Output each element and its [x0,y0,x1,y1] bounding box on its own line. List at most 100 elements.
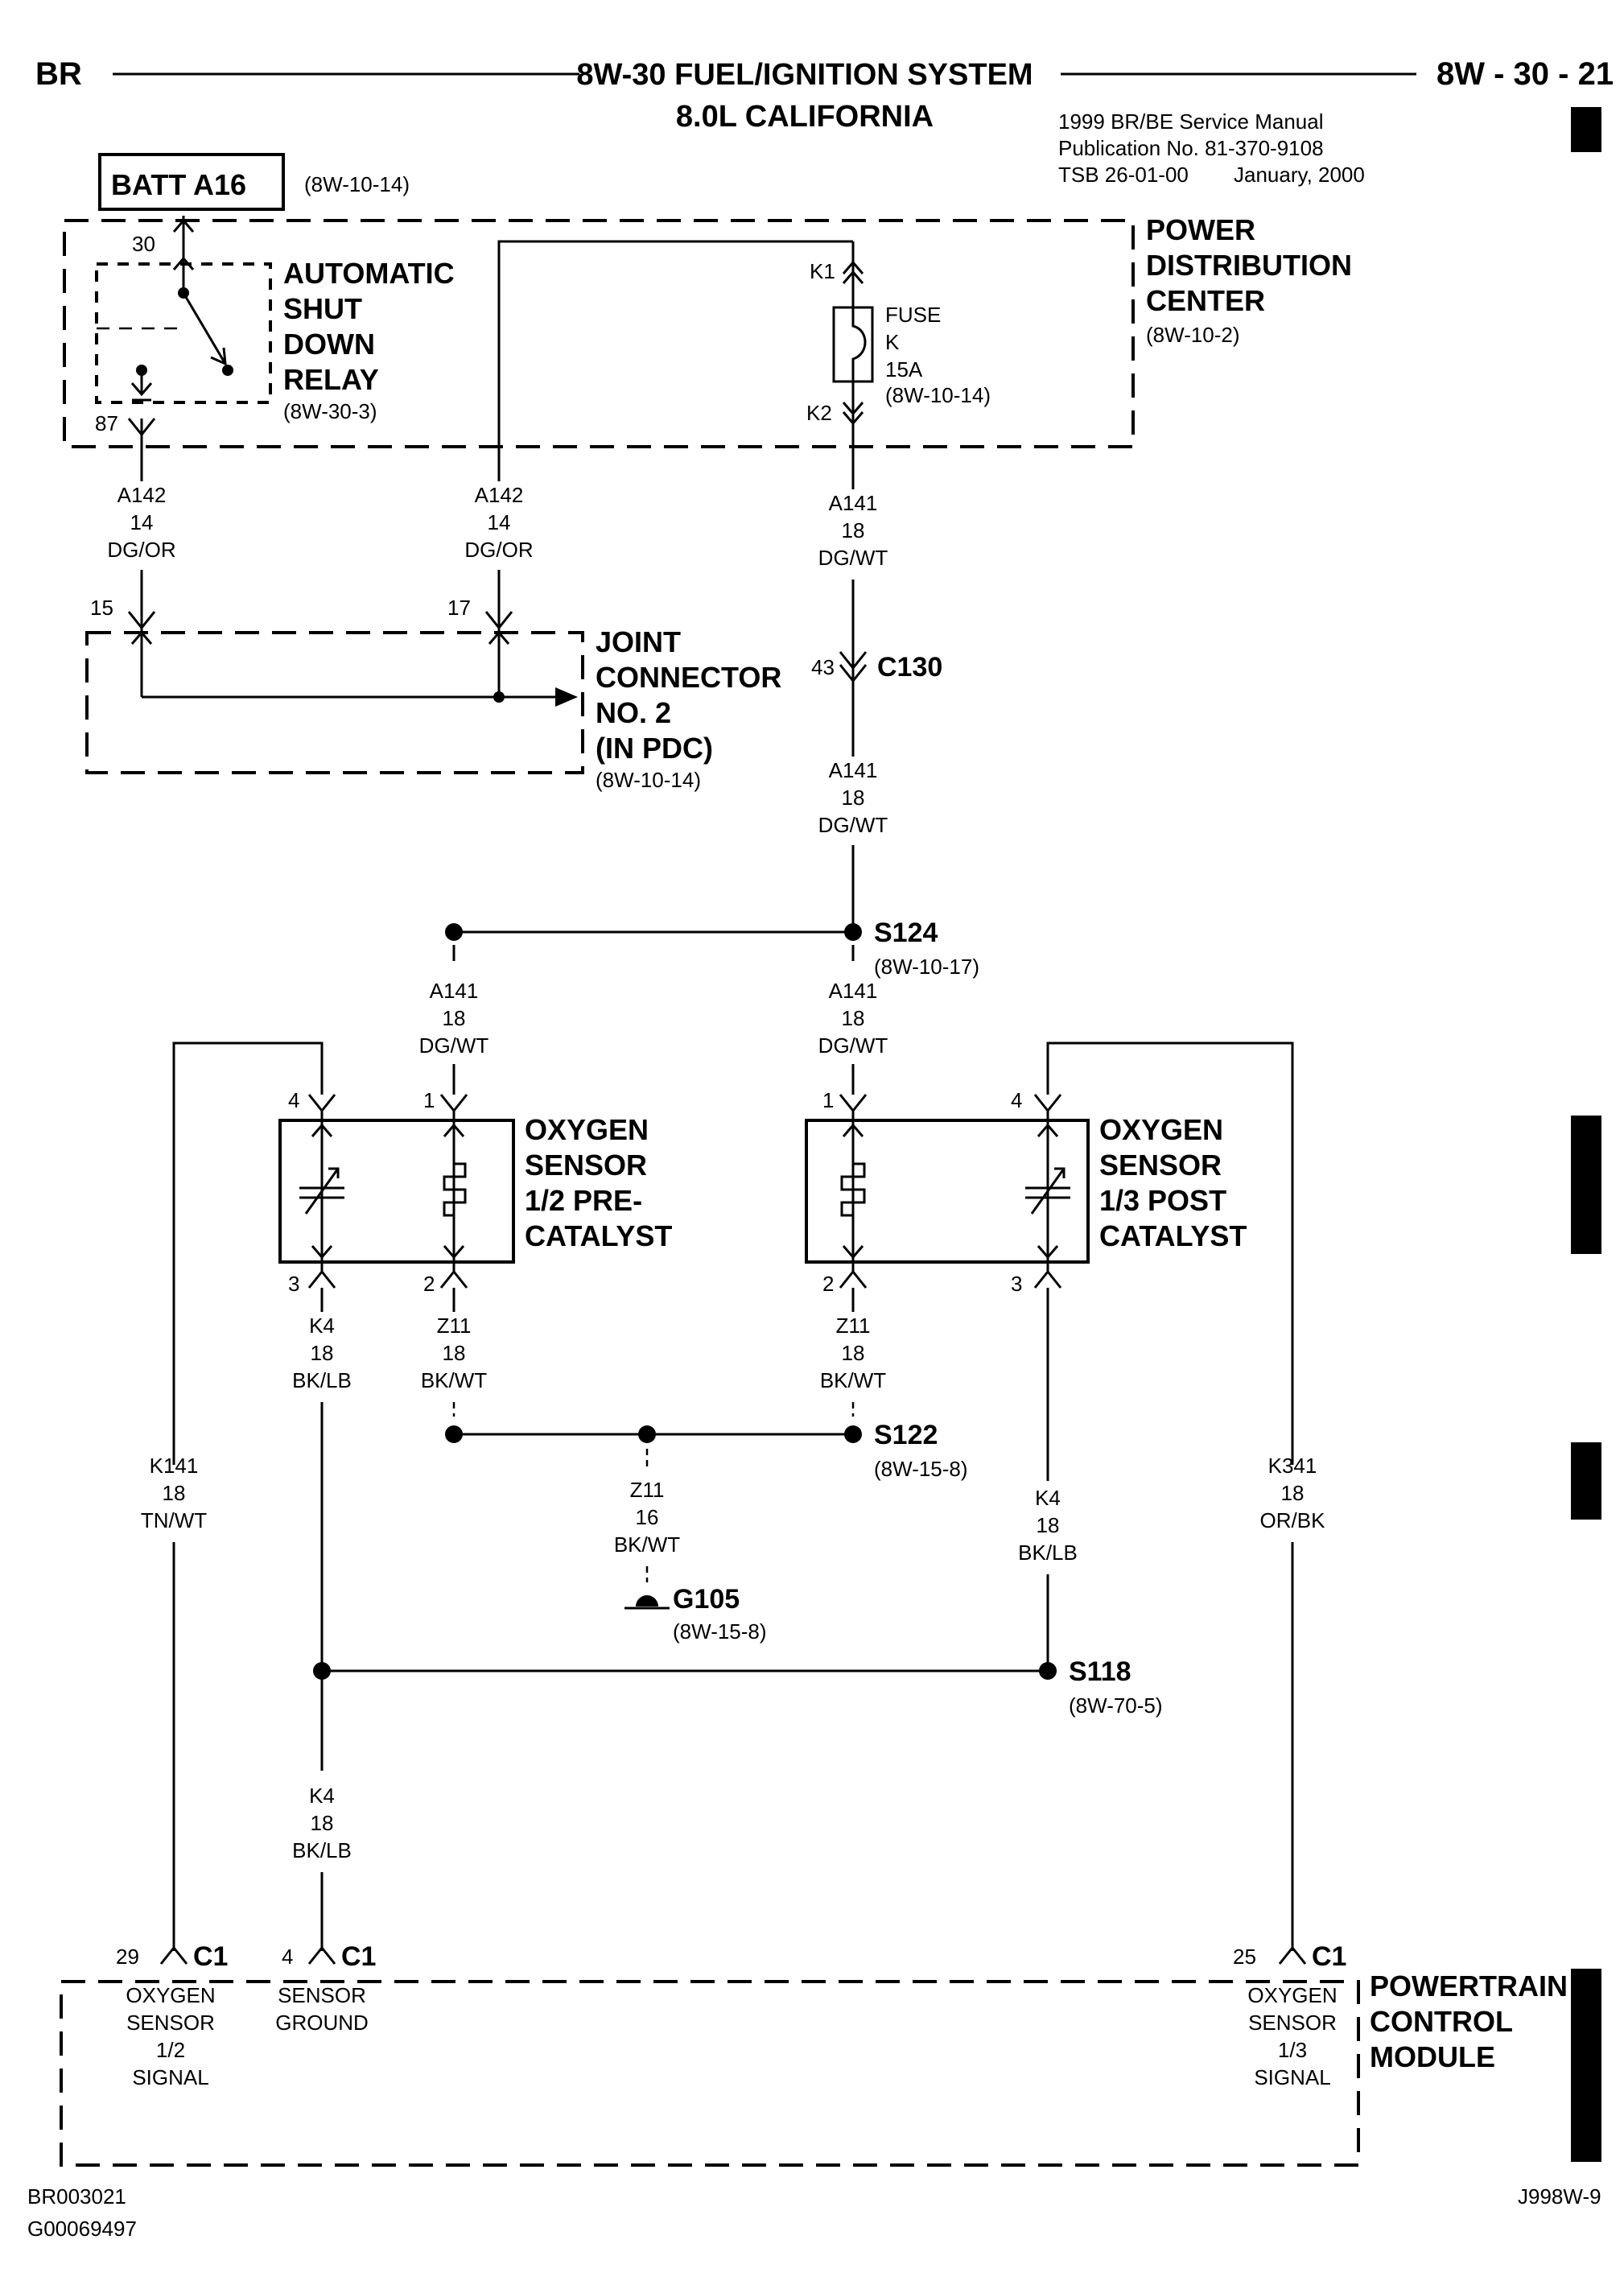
relay-pin-30: 30 [132,232,155,256]
wire-k341-top [1046,1041,1294,1465]
wire-a141-upper-gauge: 18 [842,518,865,542]
g105-ref: (8W-15-8) [673,1619,767,1644]
page-subtitle: 8.0L CALIFORNIA [676,100,934,134]
wire-a141-right-gauge: 18 [842,1006,865,1030]
wire-a141-right-circuit: A141 [829,979,878,1003]
manual-title: 1999 BR/BE Service Manual [1058,109,1324,134]
wire-k4-left-color: BK/LB [292,1368,352,1392]
relay-ref: (8W-30-3) [283,399,377,423]
pcm-pin-25-conn: C1 [1312,1941,1346,1972]
wire-a142-left-gauge: 14 [130,510,154,534]
relay-label-3: DOWN [283,328,375,361]
page-title: 8W-30 FUEL/IGNITION SYSTEM [576,58,1033,92]
pcm-pin-29-desc-4: SIGNAL [132,2065,208,2089]
oxygen-sensor-1-2-internals [299,1094,468,1289]
wire-k141-top [172,1041,324,1465]
wire-a141-upper-color: DG/WT [818,546,888,570]
sensor-right-label-3: 1/3 POST [1099,1184,1226,1217]
pcm-pin-29-desc-3: 1/2 [156,2038,185,2062]
fuse-ref: (8W-10-14) [885,383,991,407]
pcm-pin-25-desc-4: SIGNAL [1254,2065,1330,2089]
wire-k341-circuit: K341 [1268,1454,1317,1478]
wire-k4-left-gauge: 18 [311,1341,334,1365]
wire-a141-mid-color: DG/WT [818,813,888,837]
wire-a141-upper-circuit: A141 [829,491,878,515]
tsb-number: TSB 26-01-00 [1058,163,1189,187]
s118-label: S118 [1069,1656,1131,1687]
oxygen-sensor-1-2-body [278,1119,515,1264]
wire-a142-to-fuse [497,240,853,447]
c130-pin: 43 [811,655,835,679]
pcm-label-1: POWERTRAIN [1370,1969,1568,2002]
wire-k4-right-gauge: 18 [1037,1513,1060,1537]
relay-contact-symbol [97,216,233,402]
page-edge-tab-1 [1571,1116,1601,1254]
tsb-date: January, 2000 [1234,163,1365,187]
pcm-pin-25-desc-1: OXYGEN [1247,1983,1337,2007]
wire-a141-left-gauge: 18 [443,1006,466,1030]
joint-label-2: CONNECTOR [596,661,781,694]
fuse-pin-k2: K2 [806,401,832,425]
splice-s124-dot [844,923,862,941]
splice-s122-dot [844,1425,862,1443]
pcm-pin-25-desc-3: 1/3 [1278,2038,1307,2062]
joint-label-1: JOINT [596,625,681,658]
wire-k141-color: TN/WT [141,1508,207,1532]
batt-a16-ref: (8W-10-14) [304,172,410,196]
powertrain-control-module-outline [60,1980,1360,2167]
page-tab-marker [1571,107,1601,152]
footer-code-left-2: G00069497 [27,2217,137,2241]
g105-label: G105 [673,1584,740,1615]
batt-a16-label: BATT A16 [111,168,246,201]
pcm-pin-25: 25 [1233,1945,1256,1969]
wire-k341-color: OR/BK [1260,1508,1326,1532]
pdc-label-3: CENTER [1146,284,1265,317]
fuse-label-1: FUSE [885,303,941,327]
wire-k4-right-color: BK/LB [1018,1541,1078,1565]
s122-label: S122 [874,1420,938,1450]
s124-ref: (8W-10-17) [874,955,979,979]
s122-ref: (8W-15-8) [874,1457,968,1481]
pdc-label-1: POWER [1146,213,1255,246]
sensor-right-label-1: OXYGEN [1099,1113,1223,1146]
oxygen-sensor-1-3-internals [839,1094,1070,1289]
wire-k4-bottom-circuit: K4 [309,1784,335,1808]
pdc-ref: (8W-10-2) [1146,323,1240,347]
wire-a142-right-gauge: 14 [488,510,511,534]
wire-k4-bottom-color: BK/LB [292,1838,352,1862]
pcm-pin-25-desc-2: SENSOR [1248,2011,1337,2035]
wire-a142-right-color: DG/OR [464,538,533,562]
fuse-label-2: K [885,330,900,354]
joint-label-3: NO. 2 [596,696,671,729]
wire-k141-circuit: K141 [150,1454,199,1478]
wire-a142-right-circuit: A142 [475,483,524,507]
page-number: 8W - 30 - 21 [1436,56,1614,92]
splice-s118-dot [1039,1662,1057,1680]
page-edge-tab-3 [1571,1969,1601,2162]
wire-z11-right-color: BK/WT [820,1368,886,1392]
footer-code-right: J998W-9 [1518,2184,1601,2209]
fuse-pin-k1: K1 [810,259,835,283]
sensor-left-label-1: OXYGEN [525,1113,649,1146]
joint-label-4: (IN PDC) [596,732,713,765]
sensor-left-pin-4: 4 [288,1088,299,1112]
sensor-left-pin-1: 1 [423,1088,435,1112]
relay-pin-87: 87 [95,411,118,435]
joint-ref: (8W-10-14) [596,768,701,792]
fuse-k-symbol [832,241,874,447]
splice-s122-left-dot [445,1425,463,1443]
wire-a142-left-color: DG/OR [107,538,175,562]
wire-k141-gauge: 18 [163,1481,186,1505]
wire-k341-gauge: 18 [1281,1481,1305,1505]
splice-s124-left-dot [445,923,463,941]
sensor-right-label-2: SENSOR [1099,1149,1222,1182]
wire-k4-right-circuit: K4 [1035,1486,1061,1510]
wire-a141-right-color: DG/WT [818,1033,888,1058]
pcm-connector-pins [159,1945,1307,1965]
pcm-pin-29-desc-2: SENSOR [126,2011,215,2035]
sensor-left-pin-2: 2 [423,1272,435,1296]
c130-label: C130 [877,652,942,683]
header-section-code: BR [35,56,82,92]
joint-connector-outline [85,631,584,774]
wire-z11-right-gauge: 18 [842,1341,865,1365]
